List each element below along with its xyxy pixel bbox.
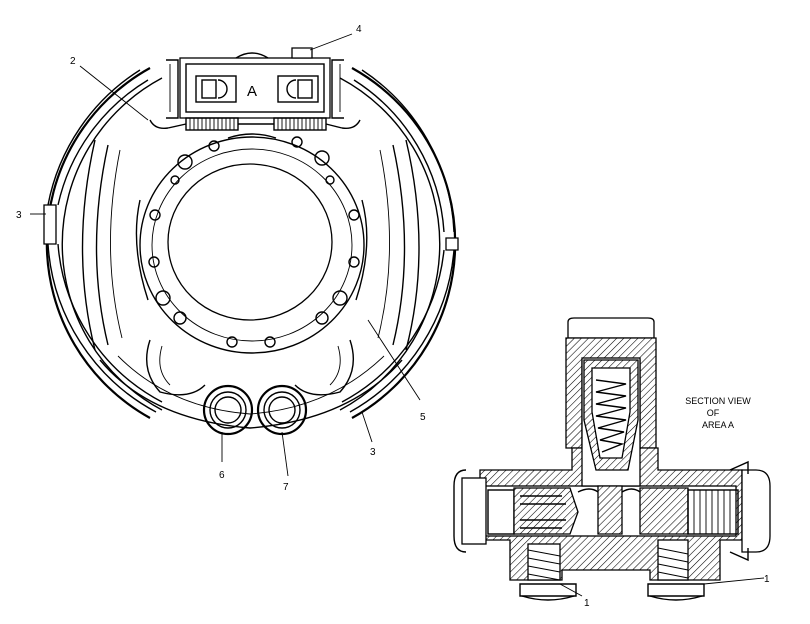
section-caption-line3: AREA A xyxy=(702,420,734,430)
brake-shoe-assembly: A xyxy=(30,33,459,477)
callout-7: 7 xyxy=(283,482,289,493)
callout-1-left: 1 xyxy=(584,598,590,609)
brake-shoe-right xyxy=(339,67,459,419)
adjuster-bolt-6 xyxy=(202,384,254,436)
callout-1-right: 1 xyxy=(764,574,770,585)
callout-3-left: 3 xyxy=(16,210,22,221)
area-marker: A xyxy=(247,83,257,100)
hub-plate xyxy=(135,136,368,354)
section-caption-line2: OF xyxy=(707,408,720,418)
section-caption: SECTION VIEW OF AREA A xyxy=(685,396,751,430)
adjuster-bolt-7 xyxy=(256,384,308,436)
wheel-cylinder xyxy=(166,47,344,119)
section-view xyxy=(453,317,771,601)
callout-6: 6 xyxy=(219,470,225,481)
callout-4: 4 xyxy=(356,24,362,35)
brake-shoe-left xyxy=(43,67,163,419)
section-caption-line1: SECTION VIEW xyxy=(685,396,751,406)
bolt-hole-ring xyxy=(148,136,360,348)
callout-3-bottom: 3 xyxy=(370,447,376,458)
callout-2: 2 xyxy=(70,56,76,67)
return-springs xyxy=(149,117,361,139)
callout-5: 5 xyxy=(420,412,426,423)
